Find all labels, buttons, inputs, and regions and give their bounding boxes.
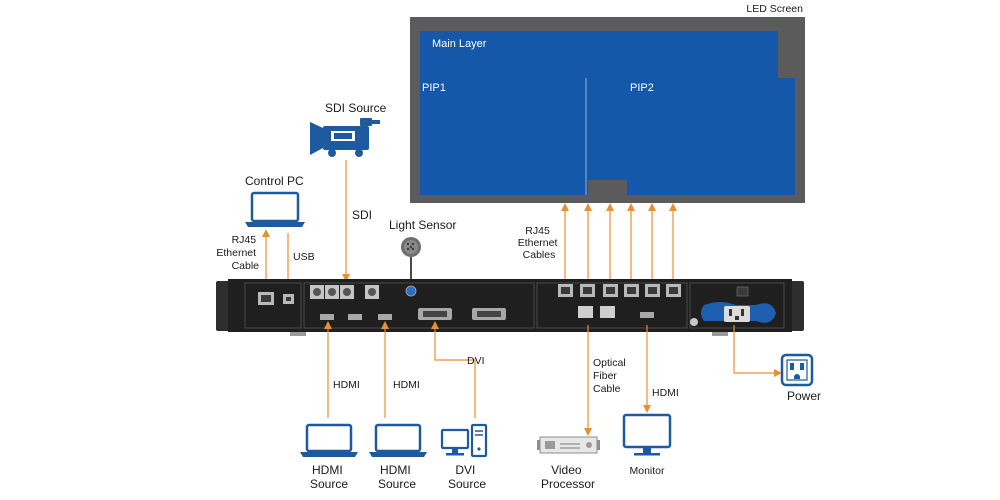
monitor-icon [622, 413, 672, 456]
input-cables: HDMI HDMI DVI Optical Fiber Cable HDMI [324, 321, 782, 436]
sdi-source: SDI Source SDI [310, 101, 387, 282]
hdmi-cable-label-2: HDMI [393, 379, 420, 391]
hdmi-monitor-cable-label: HDMI [652, 387, 679, 399]
hdmi-source-1: HDMI Source [300, 423, 358, 491]
video-processor-label: Video Processor [541, 463, 595, 491]
rj45-cables-label: RJ45 Ethernet Cables [518, 225, 561, 261]
power-switch [736, 286, 749, 297]
rj45-output-ports [558, 284, 681, 297]
usb-label: USB [293, 251, 315, 263]
main-layer-label: Main Layer [432, 38, 487, 50]
main-layer-panel [420, 31, 795, 195]
sdi-connectors [310, 285, 379, 299]
laptop-icon [245, 191, 305, 227]
optical-ports [578, 306, 615, 318]
dvi-input-ports [418, 308, 506, 320]
control-pc-label: Control PC [245, 174, 304, 188]
ground-screw [690, 318, 698, 326]
light-sensor: Light Sensor [389, 218, 456, 287]
hdmi-input-ports [320, 314, 392, 320]
video-camera-icon [310, 118, 380, 157]
video-processor-icon [537, 436, 600, 454]
light-sensor-port [405, 285, 417, 297]
output-cables: RJ45 Ethernet Cables [518, 203, 677, 283]
optical-fiber-cable-label: Optical Fiber Cable [593, 357, 629, 395]
monitor: Monitor [622, 413, 672, 477]
hdmi-source-1-label: HDMI Source [310, 463, 348, 491]
power-inlet [701, 302, 776, 323]
sdi-source-label: SDI Source [325, 101, 387, 115]
laptop-icon [369, 423, 427, 457]
controller-device [216, 279, 804, 336]
rj45-ethernet-cable-label: RJ45 Ethernet Cable [216, 234, 259, 272]
pip2-label: PIP2 [630, 82, 654, 94]
led-screen: LED Screen Main Layer PIP1 PIP2 [410, 3, 805, 203]
control-pc: Control PC RJ45 Ethernet Cable USB [216, 174, 315, 296]
power: Power [780, 353, 821, 403]
hdmi-cable-label-1: HDMI [333, 379, 360, 391]
monitor-label: Monitor [629, 465, 665, 477]
desktop-computer-icon [440, 423, 488, 458]
dvi-source: DVI Source [440, 423, 488, 491]
hdmi-source-2: HDMI Source [369, 423, 427, 491]
dvi-cable-label: DVI [467, 355, 485, 367]
light-sensor-label: Light Sensor [389, 218, 456, 232]
laptop-icon [300, 423, 358, 457]
sdi-cable-label: SDI [352, 208, 372, 222]
led-screen-title: LED Screen [746, 3, 803, 15]
dvi-source-label: DVI Source [448, 463, 486, 491]
power-label: Power [787, 389, 821, 403]
pip1-label: PIP1 [422, 82, 446, 94]
video-processor: Video Processor [537, 436, 600, 491]
hdmi-output-port [640, 312, 654, 318]
light-sensor-icon [401, 237, 421, 287]
power-outlet-icon [780, 353, 814, 387]
hdmi-source-2-label: HDMI Source [378, 463, 416, 491]
